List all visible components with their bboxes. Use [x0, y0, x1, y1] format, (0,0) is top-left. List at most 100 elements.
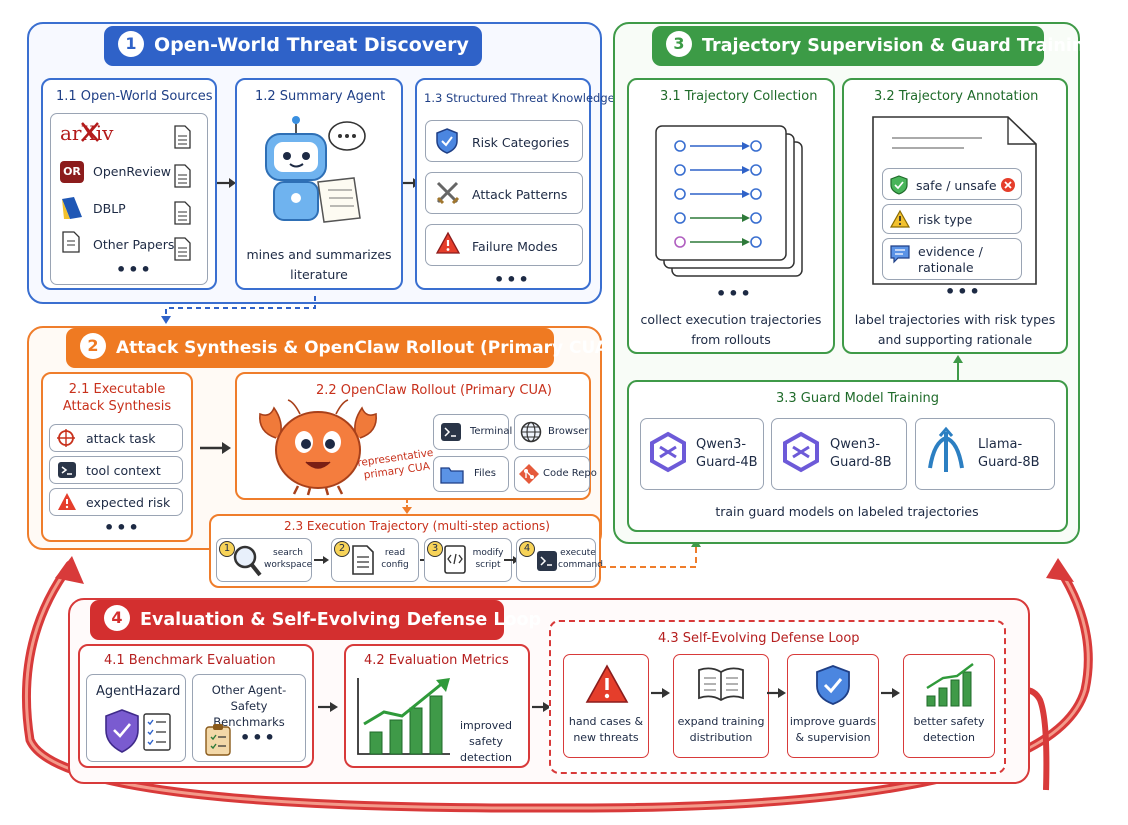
attack-synthesis-title-line2: Attack Synthesis	[62, 399, 172, 414]
shield-check-icon	[890, 175, 908, 195]
model-qwen3-guard-4b-label: Qwen3-Guard-4B	[696, 437, 758, 470]
model-llama-guard-8b	[915, 418, 1055, 490]
step-4-number: 4	[519, 541, 535, 557]
shield-check-icon	[816, 665, 850, 705]
section-3-banner: 3 Trajectory Supervision & Guard Training	[652, 26, 1097, 66]
evaluation-metrics-caption: improved safety detection	[459, 719, 513, 764]
benchmark-more: •••	[240, 728, 277, 747]
synthesis-attack-task-label: attack task	[86, 431, 156, 446]
warning-icon	[435, 231, 461, 254]
section-1-title: Open-World Threat Discovery	[154, 34, 469, 56]
model-llama-guard-8b-label: Llama-Guard-8B	[978, 437, 1040, 470]
summary-agent-caption: mines and summarizes literature	[246, 247, 392, 282]
step-4-label: execute command	[558, 548, 603, 570]
step-1-number: 1	[219, 541, 235, 557]
source-dblp: DBLP	[93, 201, 126, 216]
arrow-loop-1-to-2	[651, 688, 670, 698]
arrow-metrics-to-loop	[532, 702, 551, 712]
tool-terminal-label: Terminal	[470, 426, 513, 437]
annotation-risk-type-label: risk type	[918, 212, 973, 227]
annotation-more: •••	[945, 282, 982, 301]
arxiv-cross-icon	[81, 122, 99, 142]
loop-step-improve-guards-label: improve guards & supervision	[789, 715, 877, 744]
openreview-badge: OR	[60, 161, 84, 183]
step-3-label: modify script	[472, 548, 504, 570]
source-openreview: OpenReview	[93, 164, 171, 179]
section-3-title: Trajectory Supervision & Guard Training	[702, 36, 1097, 56]
collection-more: •••	[716, 284, 753, 303]
shield-checklist-icon	[105, 709, 171, 753]
terminal-icon	[441, 423, 461, 441]
model-qwen3-guard-8b-label: Qwen3-Guard-8B	[830, 437, 892, 470]
synthesis-tool-context-label: tool context	[86, 463, 161, 478]
guard-training-title: 3.3 Guard Model Training	[776, 391, 940, 406]
knowledge-item-failure-modes	[425, 224, 583, 266]
summary-agent-box	[235, 78, 403, 290]
code-edit-icon	[444, 545, 466, 574]
terminal-command-icon	[537, 551, 557, 571]
attack-synthesis-title-line1: 2.1 Executable	[68, 382, 166, 397]
magnifier-search-icon	[233, 545, 262, 577]
trajectory-collection-title: 3.1 Trajectory Collection	[660, 89, 818, 104]
tool-files-label: Files	[474, 468, 496, 479]
annotation-item-evidence	[882, 238, 1022, 280]
model-qwen3-guard-4b	[640, 418, 764, 490]
annotation-safe-unsafe-label: safe / unsafe	[916, 178, 997, 193]
knowledge-attack-patterns-label: Attack Patterns	[472, 187, 568, 202]
loop-step-expand-training	[673, 654, 769, 758]
benchmark-agenthazard-label: AgentHazard	[96, 684, 181, 699]
trajectory-annotation-caption: label trajectories with risk types and s…	[854, 312, 1056, 347]
execution-trajectory-title: 2.3 Execution Trajectory (multi-step act…	[284, 519, 550, 533]
target-crosshair-icon	[57, 429, 75, 447]
benchmark-evaluation-title: 4.1 Benchmark Evaluation	[104, 653, 276, 668]
section-2-title: Attack Synthesis & OpenClaw Rollout (Pri…	[116, 338, 616, 358]
shield-icon	[436, 128, 458, 154]
loop-step-expand-training-label: expand training distribution	[677, 715, 765, 744]
arrow-step-1-to-2	[314, 556, 329, 564]
loop-step-better-detection-label: better safety detection	[913, 715, 985, 744]
paper-icon	[62, 231, 80, 253]
dblp-logo-icon	[62, 197, 82, 219]
arrow-synthesis-to-rollout	[200, 442, 231, 454]
knowledge-item-attack-patterns	[425, 172, 583, 214]
threat-knowledge-title: 1.3 Structured Threat Knowledge	[424, 91, 615, 105]
arxiv-logo: arXiv	[60, 121, 114, 145]
tool-code-repo	[514, 456, 590, 492]
trajectory-stack-icon	[655, 125, 803, 277]
arrow-benchmark-to-metrics	[318, 702, 338, 712]
growth-chart-icon	[926, 663, 974, 707]
open-book-icon	[698, 667, 744, 702]
synthesis-more: •••	[104, 518, 141, 537]
comment-bubble-icon	[890, 245, 910, 264]
openclaw-crab-mascot-icon	[259, 399, 377, 496]
step-3-number: 3	[427, 541, 443, 557]
git-repo-icon	[519, 464, 539, 484]
arrow-loop-2-to-3	[767, 688, 786, 698]
source-other-papers: Other Papers	[93, 237, 175, 252]
loop-step-better-detection	[903, 654, 995, 758]
clipboard-icon	[205, 724, 231, 756]
knowledge-risk-categories-label: Risk Categories	[472, 135, 570, 150]
bar-chart-trend-icon	[357, 678, 450, 755]
step-2-label: read config	[381, 548, 409, 570]
warning-icon	[585, 664, 629, 703]
model-qwen3-guard-8b	[771, 418, 907, 490]
loop-step-hard-cases-label: hand cases & new threats	[568, 715, 644, 744]
openclaw-rollout-title: 2.2 OpenClaw Rollout (Primary CUA)	[316, 383, 552, 398]
arrow-rollout-to-trajectory	[402, 500, 412, 514]
globe-icon	[520, 421, 542, 443]
section-1-number: 1	[118, 30, 144, 57]
section-4-title: Evaluation & Self-Evolving Defense Loop	[140, 610, 542, 630]
warning-icon	[889, 209, 911, 228]
trajectory-collection-caption: collect execution trajectories from roll…	[640, 312, 822, 347]
knowledge-failure-modes-label: Failure Modes	[472, 239, 558, 254]
document-read-icon	[352, 545, 374, 575]
benchmark-other-label: Other Agent-Safety Benchmarks	[211, 683, 287, 729]
synthesis-expected-risk-label: expected risk	[86, 495, 171, 510]
qwen-logo-icon	[783, 431, 819, 473]
section-3-number: 3	[666, 30, 692, 57]
crossed-swords-icon	[436, 181, 460, 205]
warning-icon	[58, 493, 76, 510]
